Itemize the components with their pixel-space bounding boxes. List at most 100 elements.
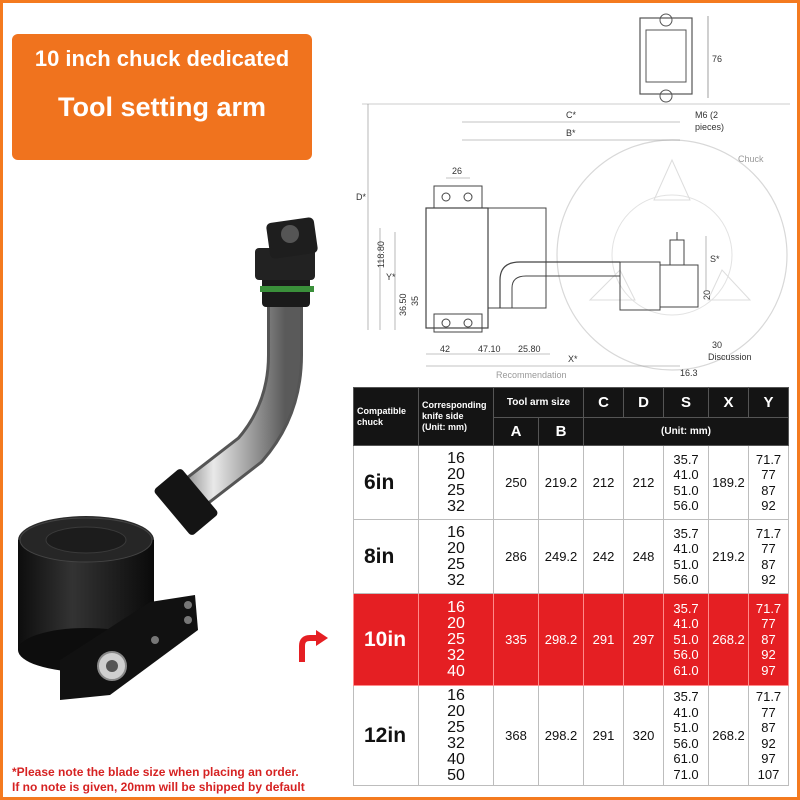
value-b: 249.2 bbox=[537, 519, 585, 594]
y-value: 71.7 bbox=[755, 600, 782, 616]
label-x: X* bbox=[568, 354, 578, 364]
knife-sizes: 16 20 25 32 40 50 bbox=[418, 685, 494, 786]
label-c: C* bbox=[566, 110, 576, 120]
dim-42: 42 bbox=[440, 344, 450, 354]
dim-2580: 25.80 bbox=[518, 344, 541, 354]
knife-value: 40 bbox=[447, 750, 465, 768]
y-value: 87 bbox=[761, 631, 776, 647]
label-d: D* bbox=[356, 192, 366, 202]
s-value: 35.7 bbox=[673, 689, 699, 704]
y-value: 87 bbox=[761, 556, 776, 572]
chuck-size: 10in bbox=[353, 593, 419, 686]
value-a: 335 bbox=[493, 593, 539, 686]
knife-value: 32 bbox=[447, 734, 465, 752]
knife-sizes: 16 20 25 32 bbox=[418, 519, 494, 594]
value-a: 368 bbox=[493, 685, 539, 786]
header-knife-unit: (Unit: mm) bbox=[422, 422, 467, 432]
title-badge: 10 inch chuck dedicated Tool setting arm bbox=[12, 34, 312, 160]
y-value: 87 bbox=[761, 720, 776, 735]
y-value: 107 bbox=[757, 766, 780, 782]
s-value: 61.0 bbox=[673, 662, 699, 678]
header-s: S bbox=[663, 387, 710, 418]
table-row: 12in 16 20 25 32 40 50 368 298.2 291 320… bbox=[353, 685, 790, 786]
y-values: 71.7 77 87 92 97 bbox=[748, 593, 790, 686]
dim-26: 26 bbox=[452, 166, 462, 176]
label-discussion: Discussion bbox=[708, 352, 752, 362]
y-values: 71.7 77 87 92 bbox=[748, 519, 790, 594]
s-value: 41.0 bbox=[673, 616, 699, 632]
knife-value: 32 bbox=[447, 571, 465, 589]
value-d: 212 bbox=[623, 445, 665, 520]
header-c: C bbox=[583, 387, 625, 418]
s-value: 41.0 bbox=[673, 541, 699, 556]
value-x: 189.2 bbox=[708, 445, 750, 520]
s-value: 51.0 bbox=[673, 720, 699, 735]
y-value: 71.7 bbox=[755, 451, 782, 467]
knife-value: 25 bbox=[447, 555, 465, 573]
s-value: 51.0 bbox=[673, 556, 699, 572]
y-value: 92 bbox=[761, 735, 776, 751]
s-value: 51.0 bbox=[673, 631, 699, 647]
label-pieces: pieces) bbox=[695, 122, 724, 132]
s-value: 35.7 bbox=[673, 525, 699, 541]
value-d: 297 bbox=[623, 593, 665, 686]
value-c: 291 bbox=[583, 593, 625, 686]
knife-value: 32 bbox=[447, 646, 465, 664]
y-value: 77 bbox=[761, 616, 776, 632]
label-y: Y* bbox=[386, 272, 396, 282]
knife-sizes: 16 20 25 32 40 bbox=[418, 593, 494, 686]
value-x: 268.2 bbox=[708, 593, 750, 686]
y-value: 77 bbox=[761, 467, 776, 482]
s-value: 35.7 bbox=[673, 451, 699, 467]
header-knife: Corresponding knife side (Unit: mm) bbox=[418, 387, 494, 446]
y-value: 77 bbox=[761, 541, 776, 556]
label-m6: M6 (2 bbox=[695, 110, 718, 120]
y-value: 97 bbox=[761, 751, 776, 766]
s-value: 61.0 bbox=[673, 751, 699, 766]
y-values: 71.7 77 87 92 bbox=[748, 445, 790, 520]
value-a: 250 bbox=[493, 445, 539, 520]
header-a: A bbox=[493, 417, 539, 446]
chuck-size: 8in bbox=[353, 519, 419, 594]
note-line-1: *Please note the blade size when placing… bbox=[12, 765, 299, 779]
knife-value: 25 bbox=[447, 481, 465, 499]
header-b: B bbox=[537, 417, 585, 446]
dim-4710: 47.10 bbox=[478, 344, 501, 354]
y-value: 97 bbox=[761, 662, 776, 678]
value-d: 248 bbox=[623, 519, 665, 594]
chuck-size: 6in bbox=[353, 445, 419, 520]
table-row-highlighted: 10in 16 20 25 32 40 335 298.2 291 297 35… bbox=[353, 593, 790, 686]
label-recommendation: Recommendation bbox=[496, 370, 567, 380]
s-value: 41.0 bbox=[673, 467, 699, 482]
order-note: *Please note the blade size when placing… bbox=[12, 765, 305, 795]
y-value: 87 bbox=[761, 482, 776, 498]
value-c: 212 bbox=[583, 445, 625, 520]
s-value: 35.7 bbox=[673, 600, 699, 616]
header-compatible: Compatible chuck bbox=[353, 387, 419, 446]
s-value: 56.0 bbox=[673, 572, 699, 587]
label-chuck: Chuck bbox=[738, 154, 764, 164]
s-values: 35.7 41.0 51.0 56.0 bbox=[663, 519, 710, 594]
knife-value: 16 bbox=[447, 686, 465, 704]
table-row: 8in 16 20 25 32 286 249.2 242 248 35.7 4… bbox=[353, 519, 790, 594]
table-row: 6in 16 20 25 32 250 219.2 212 212 35.7 4… bbox=[353, 445, 790, 520]
dim-30: 30 bbox=[712, 340, 722, 350]
knife-sizes: 16 20 25 32 bbox=[418, 445, 494, 520]
value-c: 242 bbox=[583, 519, 625, 594]
knife-value: 16 bbox=[447, 449, 465, 467]
label-s: S* bbox=[710, 254, 720, 264]
value-b: 298.2 bbox=[537, 685, 585, 786]
curved-arrow-right-icon bbox=[299, 630, 328, 662]
value-c: 291 bbox=[583, 685, 625, 786]
value-b: 219.2 bbox=[537, 445, 585, 520]
knife-value: 20 bbox=[447, 539, 465, 557]
y-value: 77 bbox=[761, 704, 776, 720]
spec-table: Compatible chuck Corresponding knife sid… bbox=[353, 387, 790, 786]
dim-118: 118.80 bbox=[376, 241, 386, 268]
dim-76: 76 bbox=[712, 54, 722, 64]
header-y: Y bbox=[748, 387, 790, 418]
s-value: 56.0 bbox=[673, 647, 699, 663]
y-value: 71.7 bbox=[755, 525, 782, 541]
dim-35: 35 bbox=[410, 296, 420, 306]
note-line-2: If no note is given, 20mm will be shippe… bbox=[12, 780, 305, 794]
